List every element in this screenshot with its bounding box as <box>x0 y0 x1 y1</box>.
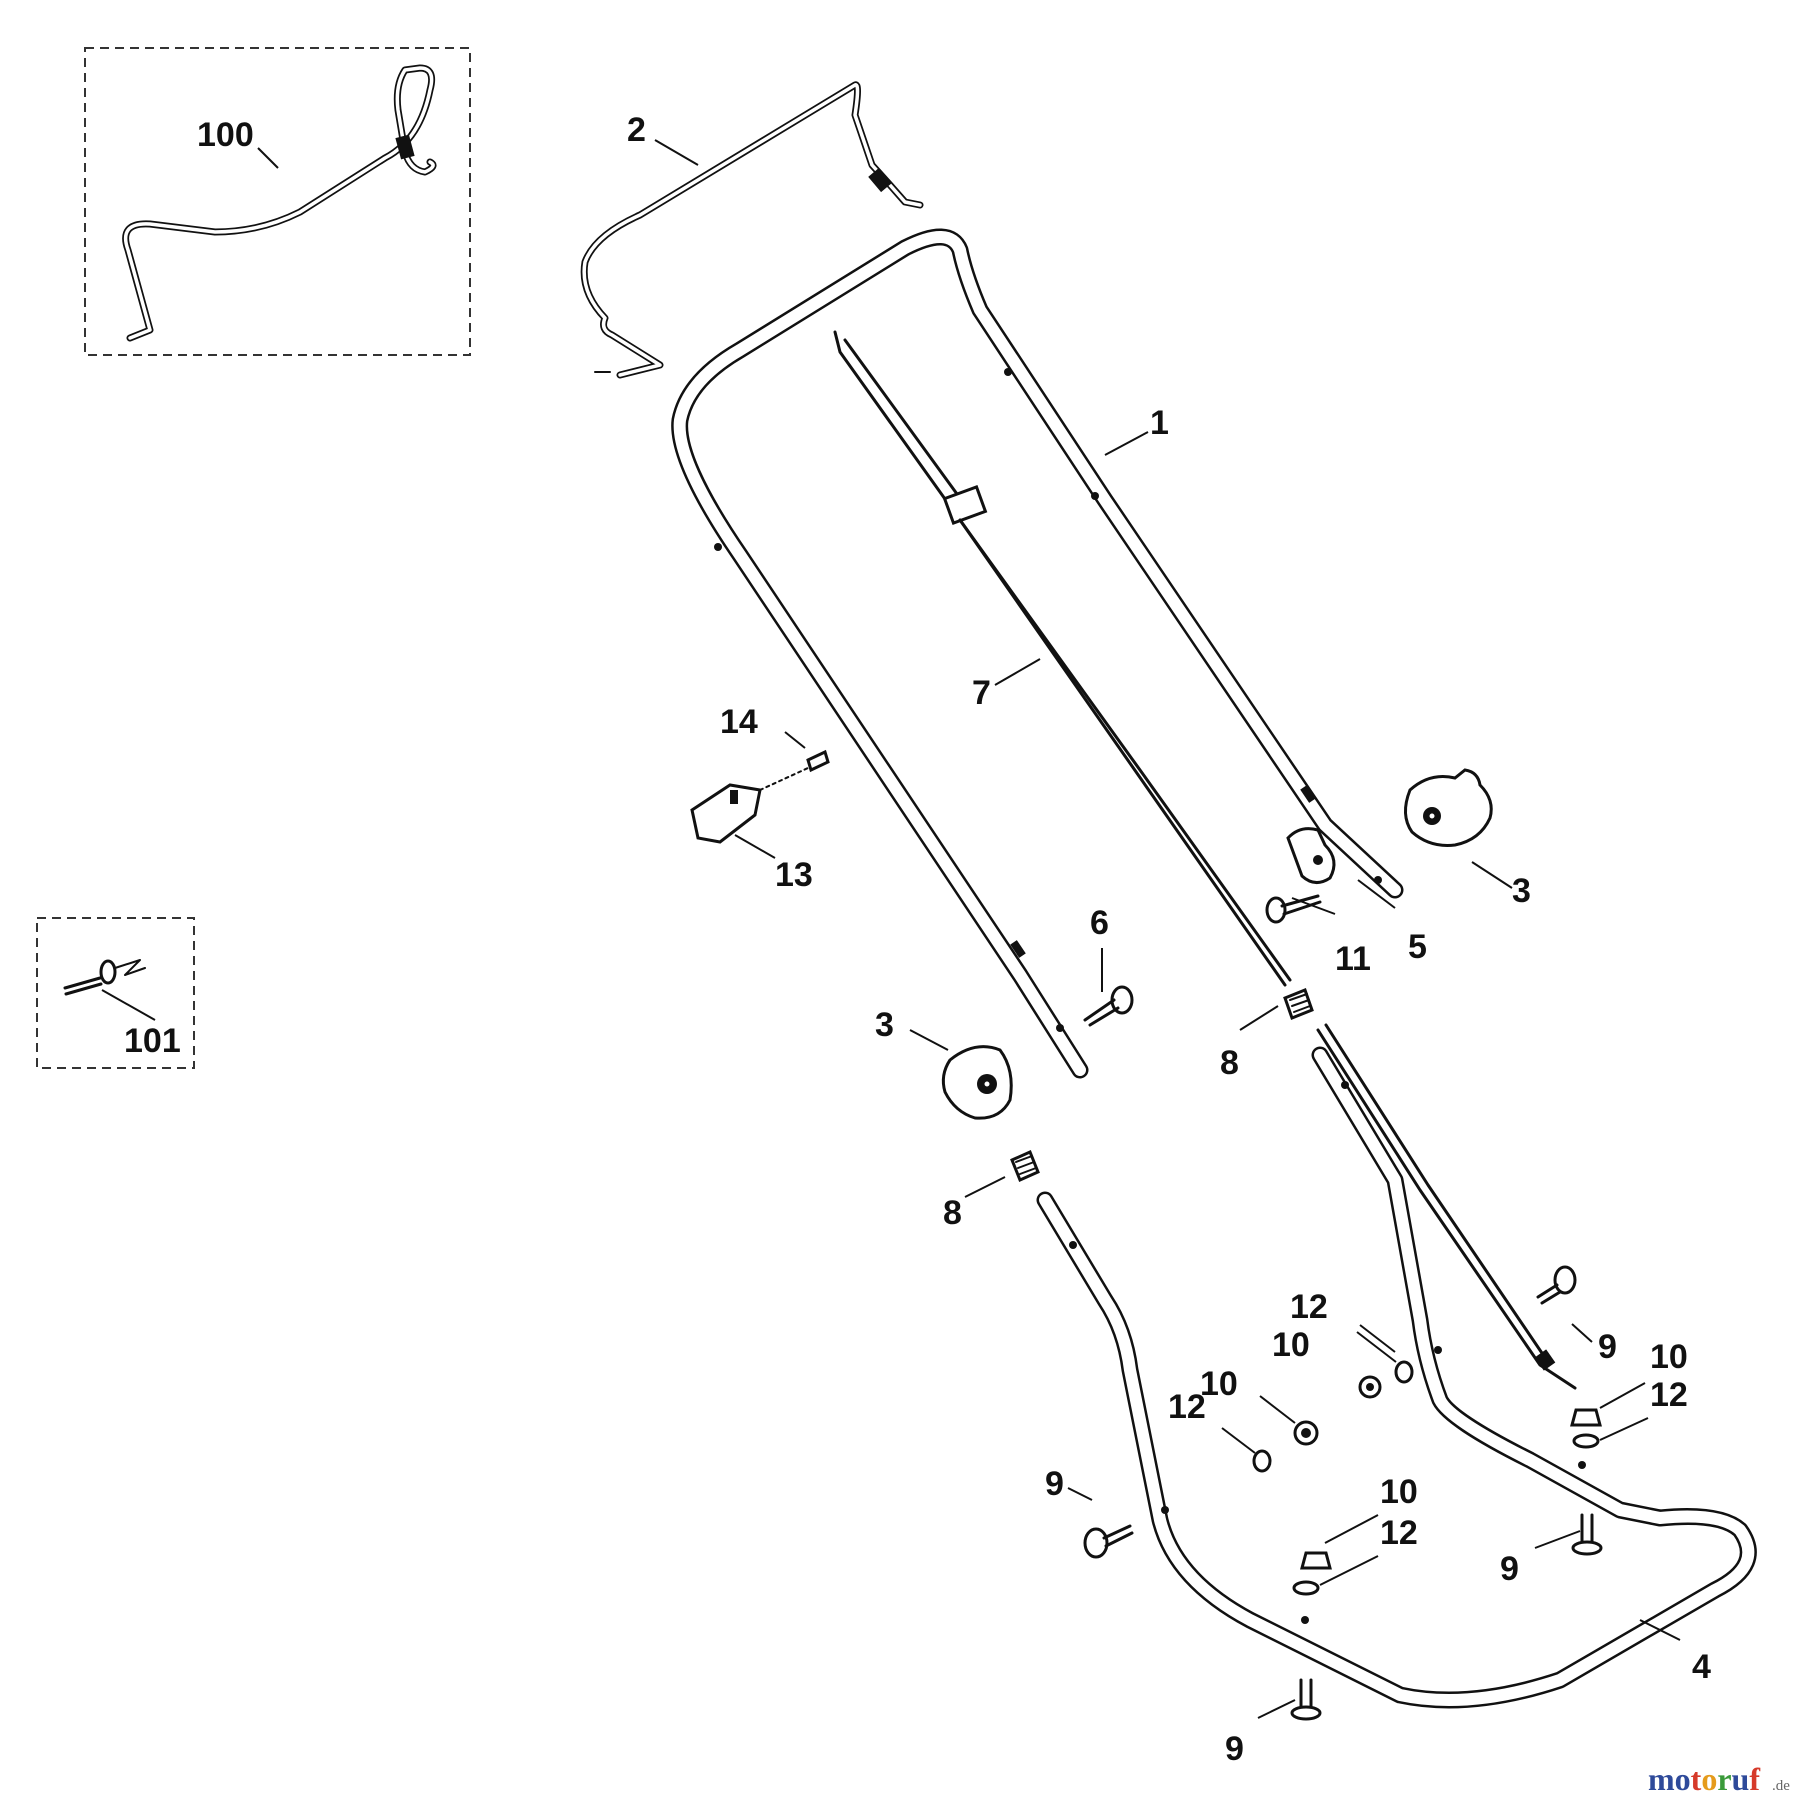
callout-12-d: 12 <box>1380 1514 1418 1552</box>
part-1-upper-handle[interactable] <box>671 228 1404 1079</box>
part-11-bolt[interactable] <box>1265 894 1322 924</box>
callout-14: 14 <box>720 703 758 741</box>
part-10-nut-b[interactable] <box>1293 1420 1319 1446</box>
part-10-nut-c[interactable] <box>1570 1408 1602 1427</box>
callout-5: 5 <box>1408 928 1427 966</box>
callout-13: 13 <box>775 856 813 894</box>
inset-box-100 <box>84 47 471 356</box>
part-6-bolt[interactable] <box>1083 985 1134 1027</box>
part-12-washer-d[interactable] <box>1292 1580 1320 1596</box>
callout-12-b: 12 <box>1168 1388 1206 1426</box>
part-3-knob-right[interactable] <box>1404 768 1493 847</box>
callout-9-right: 9 <box>1500 1550 1519 1588</box>
part-4-lower-handle[interactable] <box>1036 1046 1757 1709</box>
callout-101: 101 <box>124 1022 181 1060</box>
callout-labels: 100 2 1 7 14 13 3 5 11 6 3 8 8 101 12 10… <box>124 111 1711 1768</box>
part-12-washer-c[interactable] <box>1572 1433 1600 1449</box>
part-13-cable-clip[interactable] <box>690 783 762 844</box>
callout-1: 1 <box>1150 404 1169 442</box>
callout-9-upper-right: 9 <box>1598 1328 1617 1366</box>
watermark-brand: motoruf <box>1648 1761 1760 1797</box>
part-101-pin[interactable] <box>63 959 146 996</box>
callout-8-lower: 8 <box>943 1194 962 1232</box>
callout-10-b: 10 <box>1200 1365 1238 1403</box>
part-9-bolt-right[interactable] <box>1571 1513 1603 1556</box>
part-12-washer-a[interactable] <box>1394 1360 1414 1384</box>
callout-12-c: 12 <box>1650 1376 1688 1414</box>
callout-12-a: 12 <box>1290 1288 1328 1326</box>
part-9-bolt-bottom[interactable] <box>1290 1678 1322 1721</box>
part-8-plug-lower[interactable] <box>1010 1149 1040 1183</box>
part-10-nut-d[interactable] <box>1300 1551 1332 1570</box>
callout-10-a: 10 <box>1272 1326 1310 1364</box>
part-2-brake-bar[interactable] <box>580 81 924 379</box>
inset-box-101 <box>36 917 195 1069</box>
part-10-nut-a[interactable] <box>1358 1375 1382 1399</box>
part-14-screw[interactable] <box>759 749 830 791</box>
callout-3-right: 3 <box>1512 872 1531 910</box>
callout-6: 6 <box>1090 904 1109 942</box>
motoruf-watermark: motoruf .de <box>1648 1761 1790 1797</box>
callout-2: 2 <box>627 111 646 149</box>
part-5-bracket[interactable] <box>1286 827 1336 884</box>
callout-11: 11 <box>1335 940 1371 978</box>
part-9-bolt-left[interactable] <box>1083 1524 1134 1559</box>
watermark-tld: .de <box>1772 1778 1790 1794</box>
callout-3-left: 3 <box>875 1006 894 1044</box>
part-8-plug-upper[interactable] <box>1283 988 1314 1020</box>
part-7-cable[interactable] <box>833 330 1577 1390</box>
callout-9-left: 9 <box>1045 1465 1064 1503</box>
part-12-washer-b[interactable] <box>1252 1449 1272 1473</box>
callout-10-c: 10 <box>1650 1338 1688 1376</box>
callout-10-d: 10 <box>1380 1473 1418 1511</box>
callout-4: 4 <box>1692 1648 1711 1686</box>
callout-7: 7 <box>972 674 991 712</box>
part-100-brake-bar[interactable] <box>122 64 437 342</box>
part-3-knob-left[interactable] <box>941 1045 1013 1120</box>
callout-9-bottom: 9 <box>1225 1730 1244 1768</box>
part-9-bolt-upper-right[interactable] <box>1536 1265 1577 1305</box>
callout-8-upper: 8 <box>1220 1044 1239 1082</box>
leader-lines <box>101 139 1681 1719</box>
callout-100: 100 <box>197 116 254 154</box>
